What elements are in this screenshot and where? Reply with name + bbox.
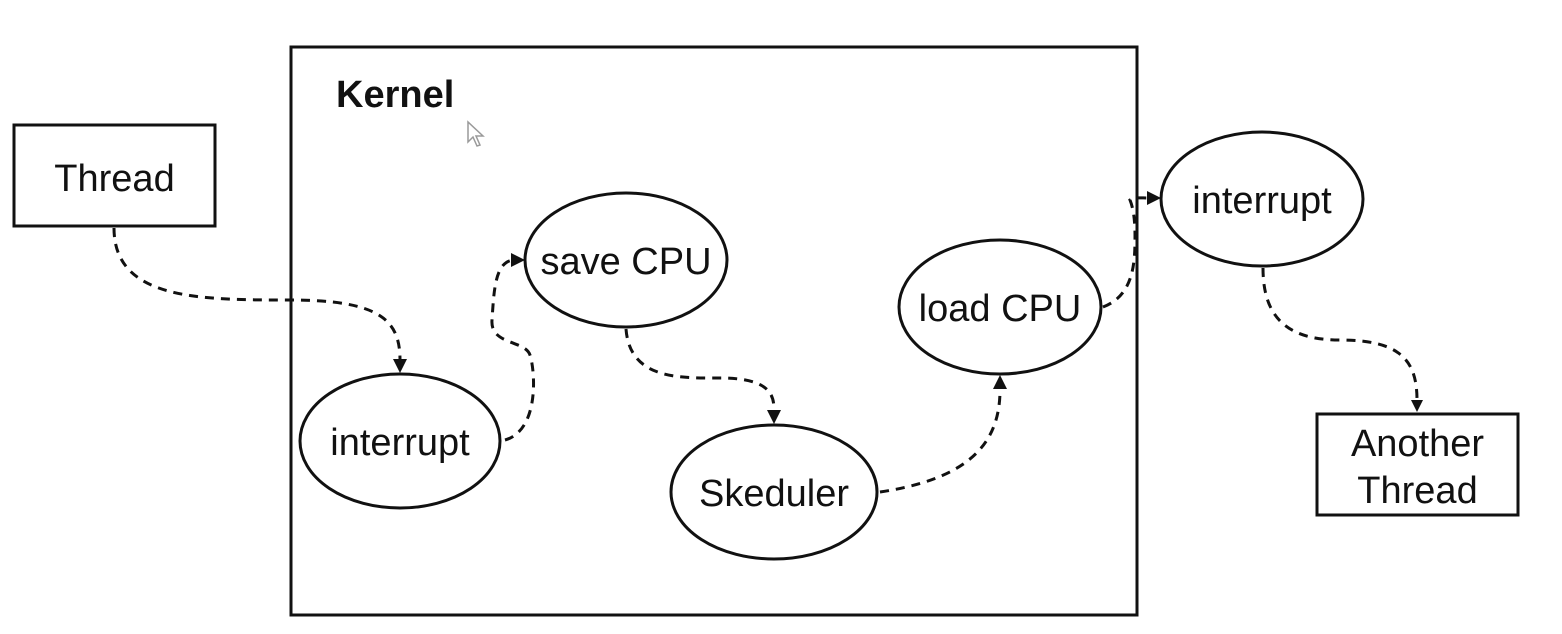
- edge-load-cpu-to-interrupt: [1102, 196, 1149, 309]
- load-cpu-node: [897, 238, 1103, 376]
- interrupt-entry-label: interrupt: [330, 422, 470, 464]
- load-cpu-label: load CPU: [919, 288, 1082, 330]
- arrowhead-another-thread: [1411, 400, 1423, 412]
- thread-label: Thread: [54, 158, 174, 200]
- interrupt-exit-node: [1159, 130, 1365, 268]
- edge-save-cpu-to-scheduler: [624, 328, 776, 411]
- scheduler-label: Skeduler: [699, 473, 849, 515]
- scheduler-node: [669, 423, 879, 561]
- mouse-cursor-icon: [467, 120, 485, 147]
- another-thread-label-line2: Thread: [1357, 470, 1477, 512]
- thread-box: [12, 123, 217, 228]
- interrupt-entry-node: [298, 372, 502, 510]
- interrupt-exit-label: interrupt: [1192, 180, 1332, 222]
- arrowhead-save-cpu: [511, 253, 525, 267]
- arrowhead-interrupt-exit: [1147, 191, 1161, 205]
- edge-interrupt-to-another-thread: [1261, 267, 1419, 401]
- arrowhead-interrupt-entry: [393, 359, 407, 373]
- arrowhead-scheduler: [767, 410, 781, 424]
- save-cpu-label: save CPU: [540, 241, 711, 283]
- arrowhead-load-cpu: [993, 375, 1007, 389]
- another-thread-label-line1: Another: [1351, 423, 1484, 465]
- edge-thread-to-interrupt: [112, 227, 402, 361]
- edge-scheduler-to-load-cpu: [879, 389, 1002, 494]
- kernel-title: Kernel: [336, 74, 454, 116]
- another-thread-box: [1315, 412, 1520, 517]
- edge-interrupt-to-save-cpu: [490, 258, 536, 442]
